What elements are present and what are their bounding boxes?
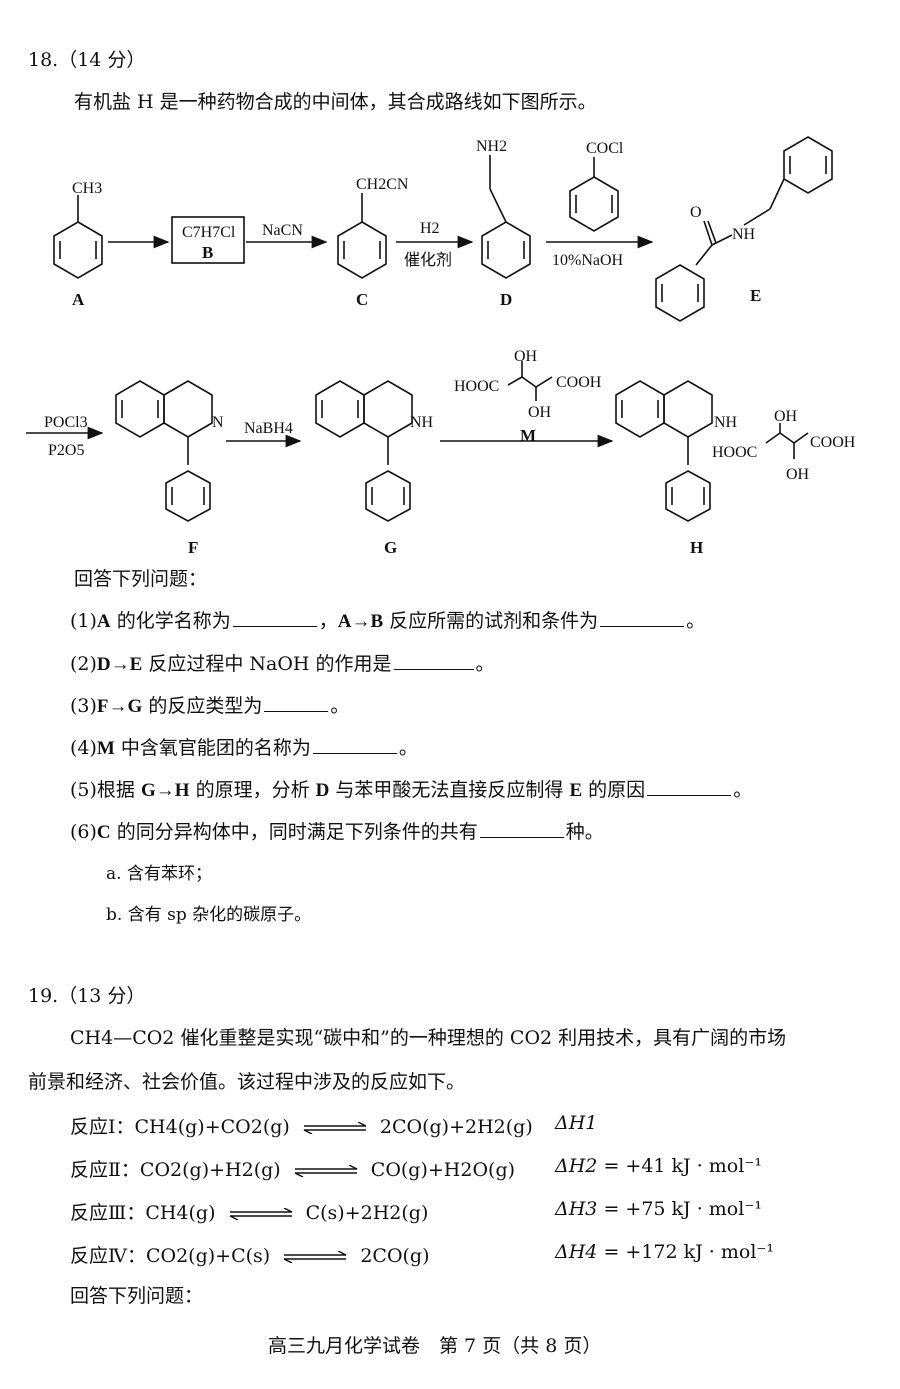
reaction-1: 反应Ⅰ：CH4(g)+CO2(g) 2CO(g)+2H2(g): [70, 1116, 533, 1138]
compound-a-structure: [53, 195, 103, 279]
answer-blank-5[interactable]: [647, 777, 732, 796]
reaction-3-dh: ΔH3 = +75 kJ · mol⁻¹: [555, 1198, 762, 1220]
q19-intro-line1: CH4—CO2 催化重整是实现“碳中和”的一种理想的 CO2 利用技术，具有广阔…: [70, 1027, 787, 1049]
h-oh-top: OH: [774, 408, 798, 425]
q18-intro: 有机盐 H 是一种药物合成的中间体，其合成路线如下图所示。: [74, 91, 597, 113]
label-h: H: [690, 538, 703, 555]
q18-question-4: (4)M 中含氧官能团的名称为。: [70, 735, 418, 759]
q18-question-1: (1)A 的化学名称为，A→B 反应所需的试剂和条件为。: [70, 608, 706, 632]
answer-blank-6[interactable]: [479, 819, 564, 838]
reagent-cocl: COCl: [586, 140, 624, 157]
label-a: A: [72, 290, 85, 309]
h-cooh: COOH: [810, 434, 856, 451]
d-substituent: NH2: [476, 138, 507, 155]
c-substituent: CH2CN: [356, 176, 409, 193]
tartaric-acid-structure: [507, 361, 553, 401]
reagent-nabh4: NaBH4: [244, 420, 293, 437]
m-cooh: COOH: [556, 374, 602, 391]
h-hooc: HOOC: [712, 444, 757, 461]
compound-h-structure: [615, 380, 809, 522]
a-substituent: CH3: [72, 180, 102, 197]
reaction-1-dh: ΔH1: [555, 1112, 598, 1134]
label-e: E: [750, 286, 761, 305]
answer-blank-2[interactable]: [393, 651, 474, 670]
reaction-4: 反应Ⅳ：CO2(g)+C(s) 2CO(g): [70, 1245, 430, 1267]
reaction-4-dh: ΔH4 = +172 kJ · mol⁻¹: [555, 1241, 775, 1263]
reagent-nacn: NaCN: [262, 222, 303, 239]
synthesis-scheme: CH3 A C7H7Cl B NaCN CH2CN C H2 催化剂 NH2 D…: [26, 136, 856, 555]
reagent-catalyst: 催化剂: [404, 251, 452, 269]
answer-blank-1a[interactable]: [232, 608, 317, 627]
m-hooc: HOOC: [454, 378, 499, 395]
q19-header: 19.（13 分）: [28, 985, 146, 1007]
q19-answer-prompt: 回答下列问题：: [70, 1285, 204, 1307]
equilibrium-arrow-icon: [294, 1165, 358, 1177]
f-n: N: [212, 414, 224, 431]
compound-c-structure: [337, 193, 387, 279]
label-b: B: [202, 243, 213, 262]
m-oh-top: OH: [514, 348, 538, 365]
reagent-h2: H2: [420, 220, 440, 237]
reagent-naoh: 10%NaOH: [552, 252, 624, 269]
compound-b-box: [171, 216, 245, 264]
reagent-pocl3: POCl3: [44, 414, 88, 431]
page-footer: 高三九月化学试卷 第 7 页（共 8 页）: [268, 1335, 602, 1357]
benzoyl-chloride-structure: [569, 157, 619, 232]
q19-intro-line2: 前景和经济、社会价值。该过程中涉及的反应如下。: [28, 1071, 466, 1093]
reagent-p2o5: P2O5: [48, 442, 84, 459]
q18-question-2: (2)D→E 反应过程中 NaOH 的作用是。: [70, 651, 495, 675]
b-formula: C7H7Cl: [182, 224, 236, 241]
g-nh: NH: [410, 414, 434, 431]
h-nh: NH: [714, 414, 738, 431]
equilibrium-arrow-icon: [303, 1122, 367, 1134]
label-d: D: [500, 290, 512, 309]
q18-condition-a: a. 含有苯环；: [106, 864, 212, 884]
reaction-2-dh: ΔH2 = +41 kJ · mol⁻¹: [555, 1155, 762, 1177]
q18-condition-b: b. 含有 sp 杂化的碳原子。: [106, 905, 312, 925]
answer-blank-3[interactable]: [264, 693, 329, 712]
q18-answer-prompt: 回答下列问题：: [74, 568, 208, 590]
compound-g-structure: [315, 380, 413, 522]
compound-d-structure: [481, 155, 531, 279]
compound-e-structure: [655, 136, 833, 322]
e-nh: NH: [732, 226, 756, 243]
compound-f-structure: [115, 380, 213, 522]
m-oh-bottom: OH: [528, 404, 552, 421]
answer-blank-1b[interactable]: [600, 608, 685, 627]
label-g: G: [384, 538, 397, 555]
reaction-2: 反应Ⅱ：CO2(g)+H2(g) CO(g)+H2O(g): [70, 1159, 516, 1181]
q18-question-3: (3)F→G 的反应类型为。: [70, 693, 350, 717]
q18-question-5: (5)根据 G→H 的原理，分析 D 与苯甲酸无法直接反应制得 E 的原因。: [70, 777, 753, 801]
q18-question-6: (6)C 的同分异构体中，同时满足下列条件的共有种。: [70, 819, 604, 843]
label-c: C: [356, 290, 368, 309]
e-oxygen: O: [690, 204, 702, 221]
answer-blank-4[interactable]: [312, 735, 397, 754]
label-f: F: [188, 538, 198, 555]
reaction-3: 反应Ⅲ：CH4(g) C(s)+2H2(g): [70, 1202, 429, 1224]
equilibrium-arrow-icon: [283, 1251, 347, 1263]
h-oh-bottom: OH: [786, 466, 810, 483]
equilibrium-arrow-icon: [229, 1208, 292, 1220]
label-m: M: [520, 426, 536, 445]
q18-header: 18.（14 分）: [28, 49, 146, 71]
